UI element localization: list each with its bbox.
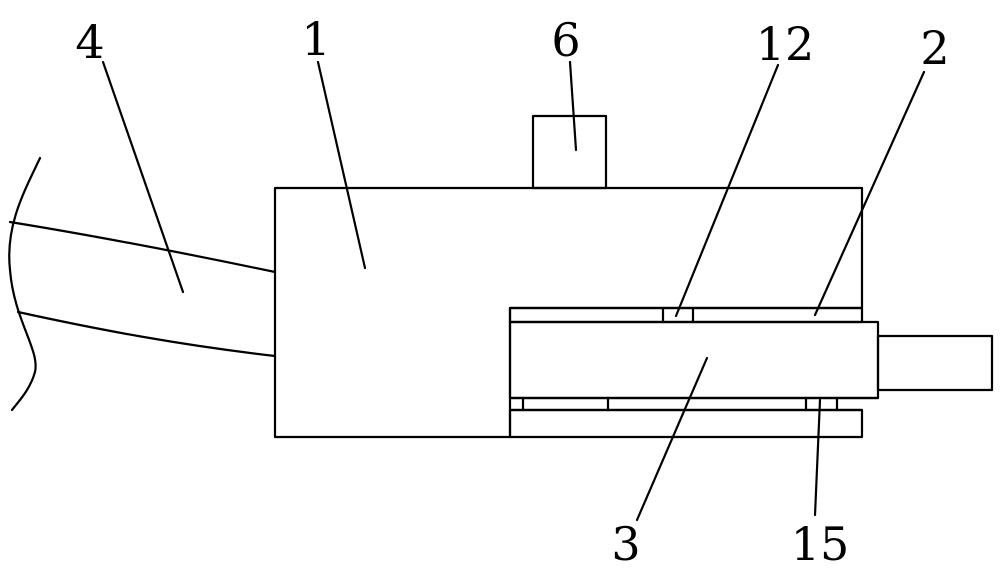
label-12: 12 xyxy=(756,17,815,71)
top-knob xyxy=(531,114,608,190)
leader-lines xyxy=(101,60,926,522)
label-6: 6 xyxy=(551,13,580,67)
label-3: 3 xyxy=(611,517,640,570)
label-15: 15 xyxy=(791,517,850,570)
main-body xyxy=(273,186,864,439)
rollers xyxy=(508,306,880,412)
label-4: 4 xyxy=(75,15,104,69)
sleeve xyxy=(508,306,864,439)
label-1: 1 xyxy=(301,12,330,66)
handle-extension xyxy=(876,334,994,392)
label-2: 2 xyxy=(920,21,949,75)
cable xyxy=(8,156,277,412)
